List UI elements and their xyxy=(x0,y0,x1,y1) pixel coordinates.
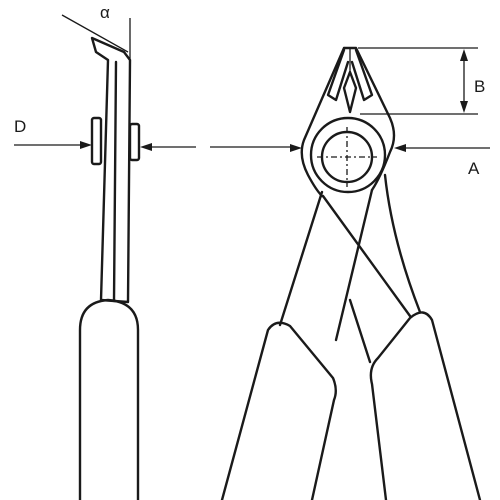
side-view-joint-left xyxy=(90,116,103,166)
side-view-jaw xyxy=(90,36,132,304)
jaw-left-inner xyxy=(326,48,350,102)
left-handle-grip xyxy=(220,321,337,500)
label-alpha: α xyxy=(100,3,110,22)
side-view-joint-right xyxy=(128,122,141,162)
right-handle-grip xyxy=(369,311,482,500)
dimension-d-arrow-left xyxy=(80,141,92,149)
side-view xyxy=(14,14,196,500)
right-handle-arm xyxy=(321,173,422,318)
label-b: B xyxy=(474,77,486,96)
dimension-a-arrow-left xyxy=(290,144,302,152)
alpha-reference-line xyxy=(61,14,129,53)
label-a: A xyxy=(468,159,480,178)
handle-crossing-line xyxy=(348,298,372,364)
label-d: D xyxy=(14,117,27,136)
dimension-a-arrow-right xyxy=(394,144,406,152)
front-view xyxy=(210,46,490,500)
dimension-b-arrow-bottom xyxy=(460,101,468,113)
joint-outer-ring xyxy=(309,116,387,194)
pliers-head-outline xyxy=(300,46,396,198)
side-view-handle-grip xyxy=(78,298,140,500)
dimension-b-arrow-top xyxy=(460,49,468,61)
cutting-edge-diamond xyxy=(342,70,358,114)
jaw-right-inner xyxy=(350,48,374,102)
dimension-d-arrow-right xyxy=(140,143,152,151)
side-view-shaft-inner-line xyxy=(112,60,118,303)
left-handle-arm xyxy=(278,188,374,342)
